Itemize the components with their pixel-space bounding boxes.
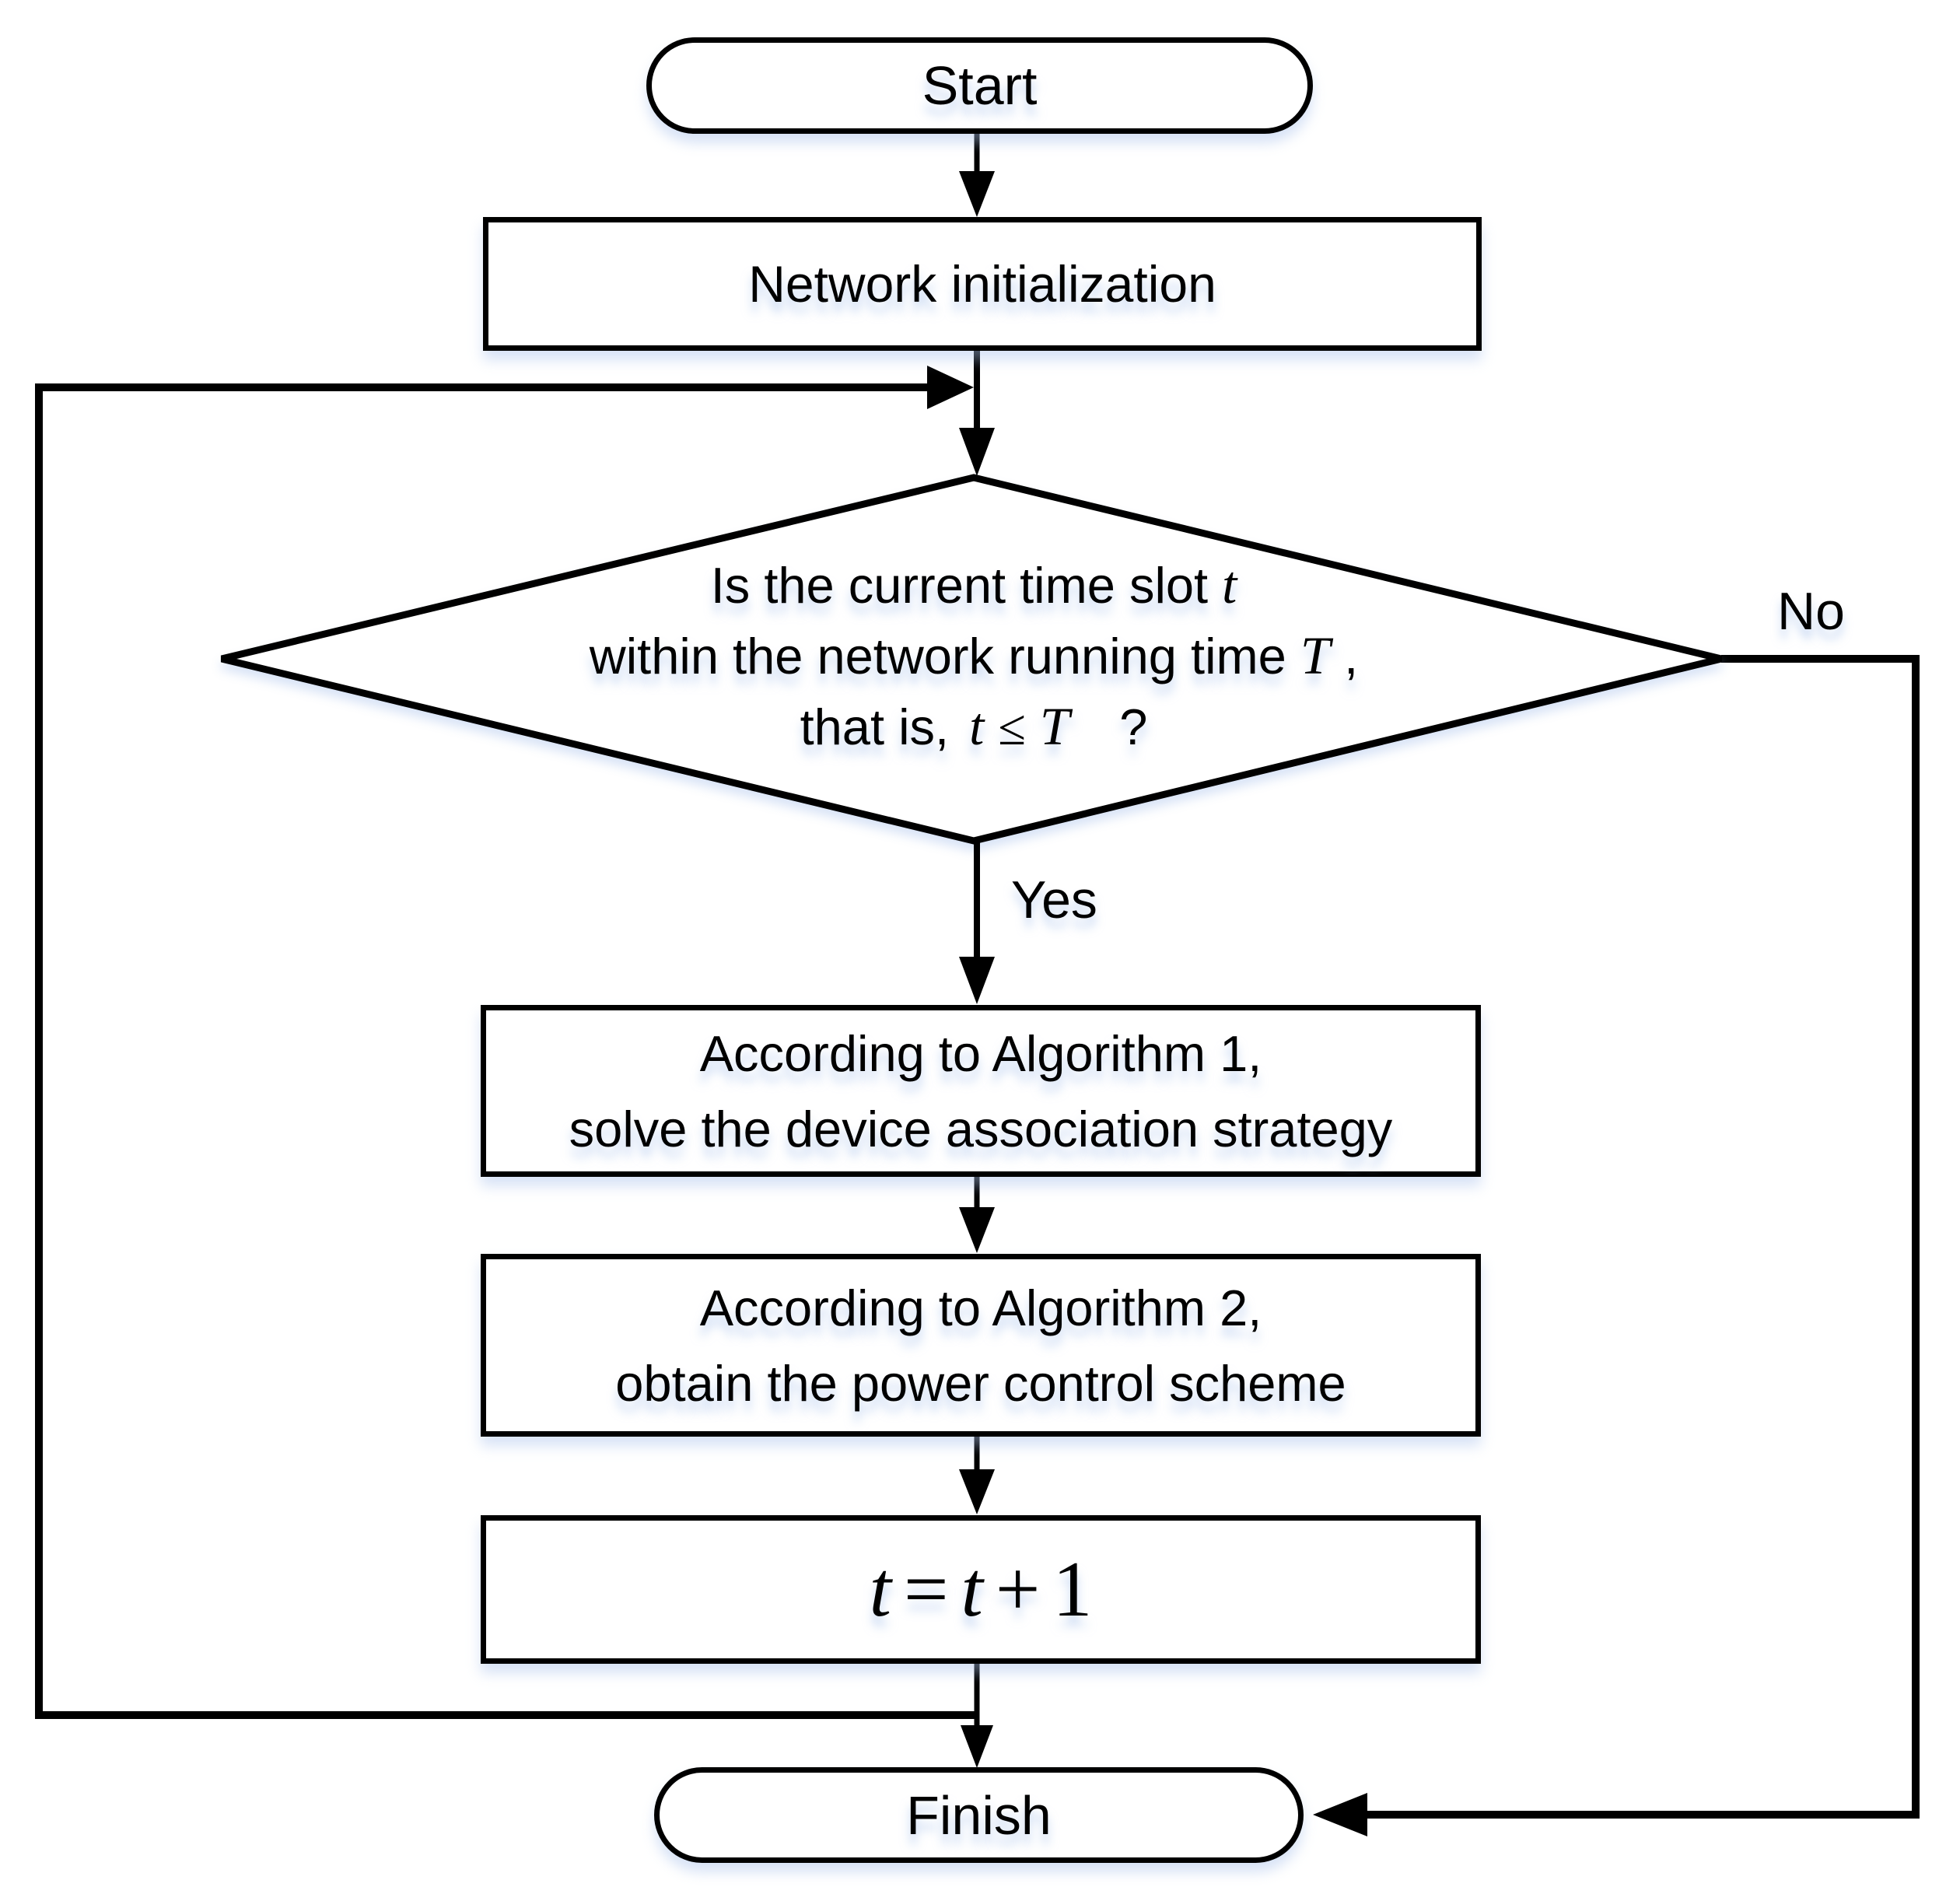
algorithm1-line1: According to Algorithm 1, (699, 1024, 1262, 1082)
algorithm2-line2: obtain the power control scheme (615, 1354, 1346, 1412)
edge-algo2-increment-arrowhead (959, 1469, 995, 1514)
decision-line3-var1: t (969, 697, 985, 756)
loop-back-line (35, 383, 977, 1719)
network-initialization-label: Network initialization (748, 255, 1216, 313)
increment-plus: + (995, 1546, 1041, 1633)
start-node: Start (646, 37, 1313, 134)
decision-line3-var2: T (1039, 697, 1070, 756)
decision-line1-text: Is the current time slot (710, 557, 1209, 614)
increment-node: t=t+1 (481, 1515, 1481, 1664)
edge-algo1-algo2-arrowhead (959, 1207, 995, 1253)
algorithm2-node: According to Algorithm 2, obtain the pow… (481, 1254, 1481, 1437)
network-initialization-node: Network initialization (483, 217, 1482, 351)
edge-network-decision-arrowhead (959, 428, 995, 476)
edge-yes-arrowhead (959, 957, 995, 1004)
increment-var1: t (869, 1546, 891, 1633)
decision-line1-var: t (1222, 555, 1237, 614)
no-branch-label: No (1777, 582, 1845, 641)
edge-increment-finish-arrowhead (961, 1725, 993, 1768)
finish-label: Finish (906, 1784, 1052, 1846)
algorithm1-node: According to Algorithm 1, solve the devi… (481, 1005, 1481, 1177)
algorithm1-line2: solve the device association strategy (569, 1100, 1393, 1157)
finish-node: Finish (654, 1767, 1304, 1863)
increment-var2: t (961, 1546, 983, 1633)
decision-line2-punct: , (1344, 628, 1359, 684)
decision-line3-punct: ? (1119, 698, 1148, 755)
yes-branch-label: Yes (1011, 870, 1097, 929)
edge-start-network-arrowhead (959, 171, 995, 217)
decision-line3-op: ≤ (998, 700, 1026, 756)
no-branch-line (1367, 655, 1920, 1819)
loop-back-arrowhead (927, 366, 974, 409)
algorithm2-line1: According to Algorithm 2, (699, 1279, 1262, 1336)
increment-number: 1 (1052, 1546, 1093, 1633)
start-label: Start (922, 55, 1038, 116)
decision-line2-text: within the network running time (589, 628, 1286, 684)
decision-line3-text: that is, (800, 698, 950, 755)
decision-line3: that is, t≤T? (352, 691, 1596, 763)
increment-expression: t=t+1 (870, 1544, 1093, 1635)
increment-equals: = (903, 1546, 949, 1633)
decision-line2-var: T (1300, 626, 1331, 685)
no-branch-arrowhead (1313, 1793, 1367, 1836)
